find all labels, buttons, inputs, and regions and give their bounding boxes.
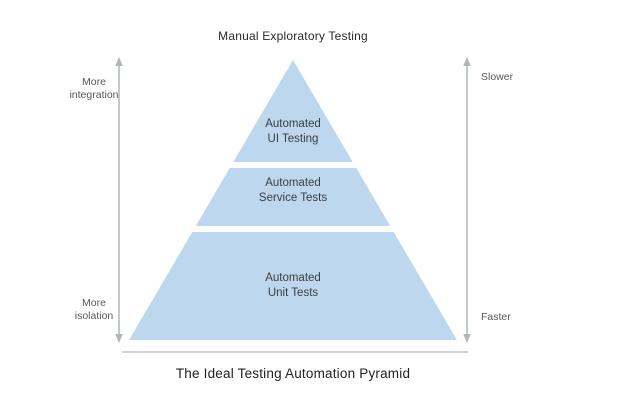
pyramid-tier-bottom-shape xyxy=(129,232,457,340)
faster-label: Faster xyxy=(481,311,511,323)
tier-label-automated-unit-tests: Automated Unit Tests xyxy=(265,272,321,299)
right-axis-arrow-down-icon xyxy=(463,334,471,343)
left-axis-arrow-up-icon xyxy=(115,57,123,66)
pyramid-shape xyxy=(129,60,457,340)
tier-label-automated-service-tests: Automated Service Tests xyxy=(258,177,328,204)
right-axis-arrow xyxy=(463,57,471,343)
pyramid-tier-top-shape xyxy=(233,60,353,162)
pyramid-tier-middle-shape xyxy=(195,168,391,226)
left-axis-arrow-down-icon xyxy=(115,334,123,343)
more-isolation-label: More isolation xyxy=(74,297,114,322)
more-integration-label: More integration xyxy=(69,76,119,101)
slower-label: Slower xyxy=(481,71,514,83)
left-axis-arrow xyxy=(115,57,123,343)
manual-exploratory-testing-label: Manual Exploratory Testing xyxy=(218,29,368,43)
diagram-caption: The Ideal Testing Automation Pyramid xyxy=(175,366,411,381)
right-axis-arrow-up-icon xyxy=(463,57,471,66)
tier-label-automated-ui-testing: Automated UI Testing xyxy=(265,118,321,145)
